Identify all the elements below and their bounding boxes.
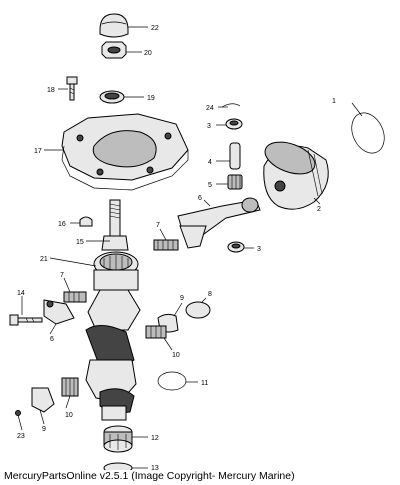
callout-7-top: 7 (156, 222, 160, 229)
part-1-piston-ring[interactable] (346, 108, 391, 159)
part-16-key[interactable] (79, 216, 93, 227)
callout-6-lower: 6 (50, 336, 54, 343)
copyright-caption: MercuryPartsOnline v2.5.1 (Image Copyrig… (4, 470, 295, 482)
callout-9-upper: 9 (180, 295, 184, 302)
part-24-retainer[interactable] (221, 103, 241, 108)
part-18-bolt[interactable] (66, 76, 78, 101)
callout-labels: 22 20 19 18 17 1 2 24 3 4 5 6 3 7 16 15 … (17, 25, 336, 470)
callout-14: 14 (17, 290, 25, 297)
callout-15: 15 (76, 239, 84, 246)
part-5-needle-bearing[interactable] (227, 174, 243, 190)
part-3-bushing-lower[interactable] (227, 241, 245, 253)
callout-18: 18 (47, 87, 55, 94)
part-14-rod-bolt[interactable] (9, 314, 43, 326)
callout-12: 12 (151, 435, 159, 442)
callout-21: 21 (40, 256, 48, 263)
part-20-nut[interactable] (101, 41, 127, 59)
part-7-bearing-cage-upper[interactable] (153, 239, 179, 251)
callout-6-top: 6 (198, 195, 202, 202)
callout-19: 19 (147, 95, 155, 102)
callout-1: 1 (332, 98, 336, 105)
leader-lines (17, 26, 363, 469)
part-22-cap[interactable] (99, 13, 129, 38)
exploded-parts-diagram: 22 20 19 18 17 1 2 24 3 4 5 6 3 7 16 15 … (9, 13, 391, 470)
callout-22: 22 (151, 25, 159, 32)
callout-10-lower: 10 (65, 412, 73, 419)
part-21-main-bearing[interactable] (93, 251, 139, 291)
callout-11: 11 (201, 380, 208, 387)
callout-5: 5 (208, 182, 212, 189)
part-4-wrist-pin[interactable] (229, 142, 241, 170)
part-3-bushing-top[interactable] (225, 118, 243, 130)
callout-13: 13 (151, 465, 159, 470)
part-12-roller-bearing[interactable] (103, 425, 133, 453)
part-6-rod-cap[interactable] (43, 299, 75, 325)
callout-7-lower: 7 (60, 272, 64, 279)
callout-20: 20 (144, 50, 152, 57)
callout-16: 16 (58, 221, 66, 228)
part-8-washer[interactable] (185, 301, 211, 319)
part-19-seal[interactable] (99, 90, 125, 104)
callout-4: 4 (208, 159, 212, 166)
callout-3-lower: 3 (257, 246, 261, 253)
part-9-bearing-race-lower[interactable] (31, 387, 55, 413)
callout-23: 23 (17, 433, 25, 440)
part-6-connecting-rod[interactable] (177, 197, 261, 249)
callout-24: 24 (206, 105, 214, 112)
part-23-pin[interactable] (15, 410, 21, 416)
part-13-seal[interactable] (103, 462, 133, 470)
part-10-cage-upper[interactable] (145, 325, 167, 339)
callout-9-lower: 9 (42, 426, 46, 433)
part-11-retaining-ring[interactable] (157, 371, 187, 391)
callout-8: 8 (208, 291, 212, 298)
part-10-cage-lower[interactable] (61, 377, 79, 397)
part-17-carrier-plate[interactable] (61, 113, 189, 191)
part-2-piston[interactable] (261, 136, 329, 210)
part-15-crankshaft[interactable] (85, 199, 141, 421)
callout-10-upper: 10 (172, 352, 180, 359)
part-7-bearing-cage-lower[interactable] (63, 291, 87, 303)
callout-3-top: 3 (207, 123, 211, 130)
callout-17: 17 (34, 148, 42, 155)
callout-2: 2 (317, 206, 321, 213)
